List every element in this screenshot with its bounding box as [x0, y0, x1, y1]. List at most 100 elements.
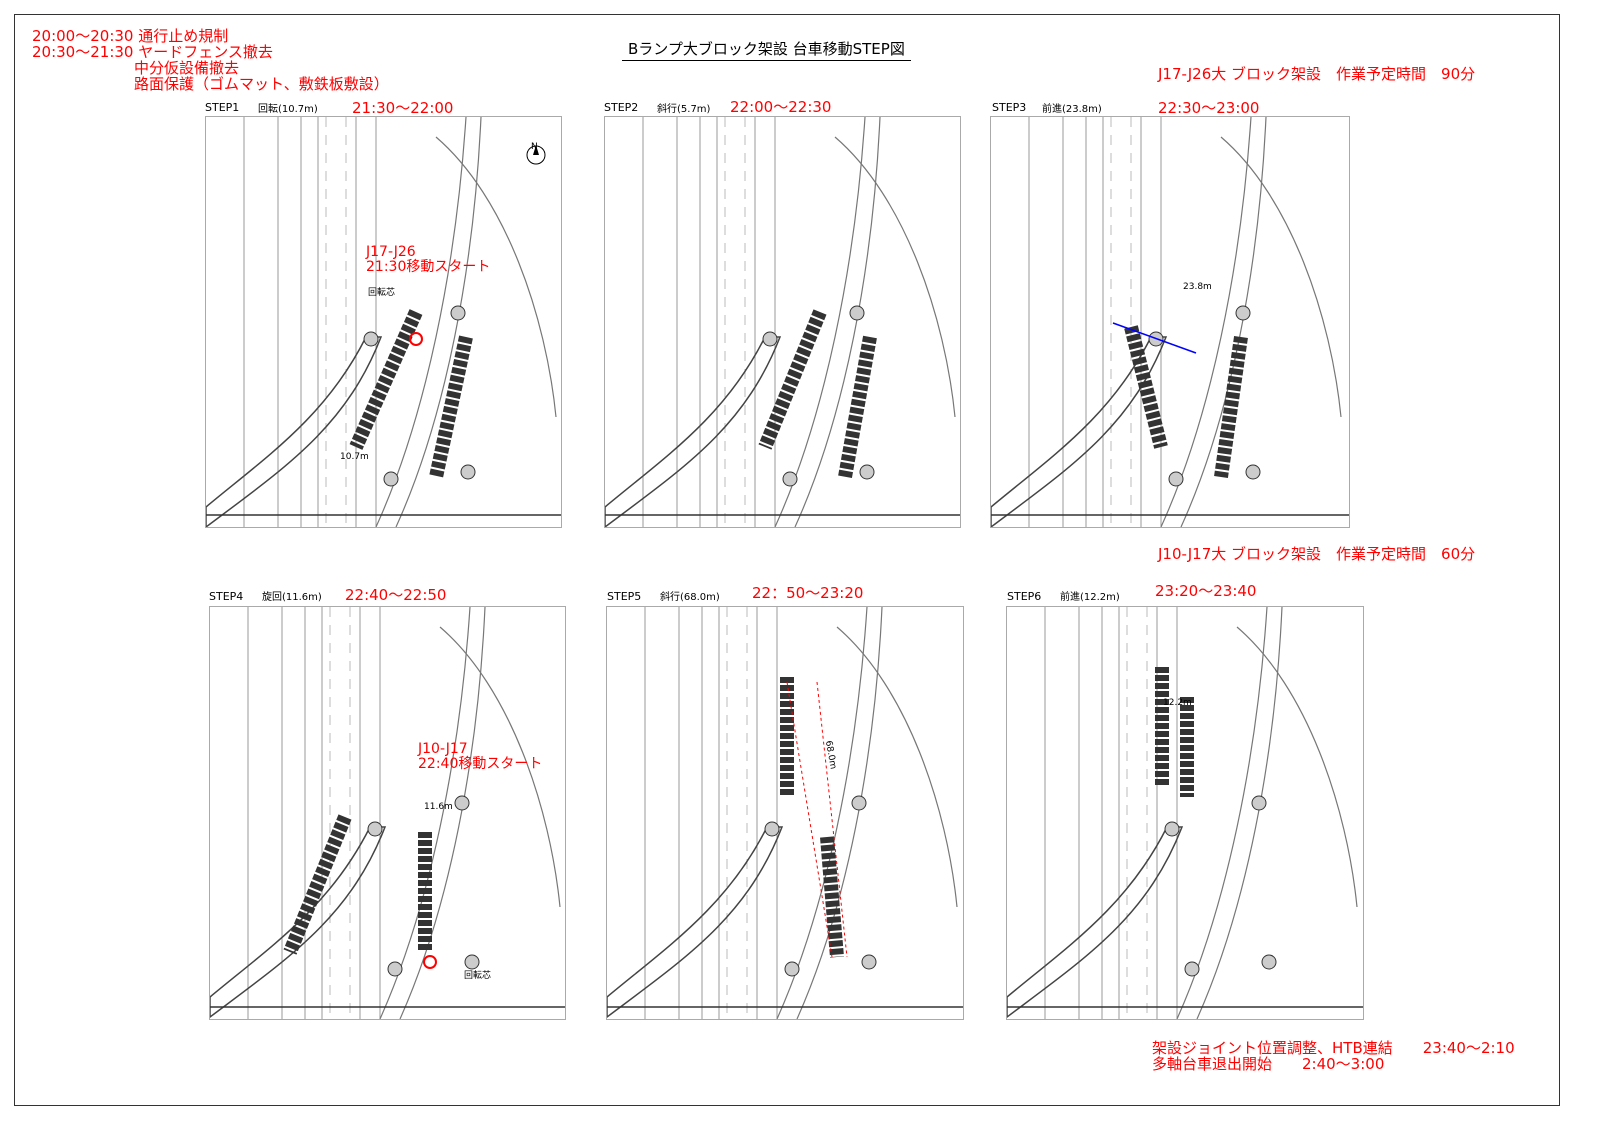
- schedule-note: 路面保護（ゴムマット、敷鉄板敷設）: [134, 75, 389, 93]
- step3-drawing: [990, 116, 1350, 528]
- step1-annotation: J17-J26 21:30移動スタート: [366, 245, 490, 275]
- pier-circle: [1245, 464, 1261, 480]
- step2-drawing: [604, 116, 961, 528]
- rotation-center-marker: [423, 955, 437, 969]
- step4-label: STEP4: [209, 590, 244, 603]
- pier-circle: [450, 305, 466, 321]
- girder-block: [349, 309, 423, 450]
- pier-circle: [849, 305, 865, 321]
- ramp-edge: [794, 117, 881, 527]
- step4-annotation: J10-J17 22:40移動スタート: [418, 742, 542, 772]
- pier-circle: [1168, 471, 1184, 487]
- girder-block: [429, 335, 473, 479]
- girder-block: [820, 836, 844, 958]
- ramp-edge: [1176, 607, 1268, 1019]
- pier-circle: [762, 331, 778, 347]
- placed-girder: [1007, 826, 1184, 1018]
- annotation-line: 21:30移動スタート: [366, 259, 491, 275]
- step2-move: 斜行(5.7m): [657, 104, 711, 115]
- girder-block: [1124, 325, 1168, 449]
- pier-circle: [851, 795, 867, 811]
- schedule-note: 20:00～20:30 通行止め規制: [32, 27, 229, 45]
- pier-circle: [859, 464, 875, 480]
- placed-girder: [210, 826, 387, 1018]
- pier-circle: [367, 821, 383, 837]
- step5-time: 22：50～23:20: [752, 584, 864, 602]
- step3-label: STEP3: [992, 101, 1027, 114]
- plan-drawing: [991, 117, 1349, 527]
- annotation-line: J10-J17: [418, 741, 468, 757]
- pier-circle: [464, 954, 480, 970]
- ramp-edge: [834, 136, 956, 418]
- rotation-center-label: 回転芯: [464, 971, 492, 981]
- pier-circle: [861, 954, 877, 970]
- step2-label: STEP2: [604, 101, 639, 114]
- schedule-note: 20:30～21:30 ヤードフェンス撤去: [32, 43, 273, 61]
- step6-label: STEP6: [1007, 590, 1042, 603]
- plan-drawing: [206, 117, 561, 527]
- ramp-edge: [776, 607, 868, 1019]
- footer-note: 架設ジョイント位置調整、HTB連結 23:40～2:10: [1152, 1039, 1515, 1057]
- ramp-edge: [435, 136, 557, 418]
- distance-label: 10.7m: [340, 452, 369, 462]
- girder-block: [1214, 336, 1248, 478]
- pier-circle: [764, 821, 780, 837]
- rotation-center-label: 回転芯: [368, 288, 396, 298]
- step3-move: 前進(23.8m): [1042, 104, 1102, 115]
- placed-girder: [206, 336, 383, 527]
- schedule-notes: 20:00～20:30 通行止め規制 20:30～21:30 ヤードフェンス撤去…: [32, 28, 389, 92]
- ramp-edge: [1196, 607, 1283, 1019]
- pier-circle: [782, 471, 798, 487]
- step6-drawing: [1006, 606, 1364, 1020]
- block-note-j17-j26: J17-J26大 ブロック架設 作業予定時間 90分: [1158, 65, 1476, 83]
- movement-line: [786, 681, 833, 958]
- north-arrow-icon: [533, 145, 539, 155]
- annotation-line: 22:40移動スタート: [418, 756, 543, 772]
- step3-time: 22:30～23:00: [1158, 99, 1260, 117]
- step1-label: STEP1: [205, 101, 240, 114]
- pier-circle: [1251, 795, 1267, 811]
- rotation-center-marker: [409, 332, 423, 346]
- ramp-edge: [1236, 626, 1358, 908]
- schedule-note: 中分仮設備撤去: [134, 59, 240, 77]
- step6-move: 前進(12.2m): [1060, 592, 1120, 603]
- ramp-edge: [836, 626, 958, 908]
- distance-label: 12.2m: [1163, 698, 1192, 708]
- drawing-frame: [14, 14, 1560, 1106]
- step1-move: 回転(10.7m): [258, 104, 318, 115]
- movement-line: [816, 681, 848, 958]
- step2-time: 22:00～22:30: [730, 98, 832, 116]
- distance-label: 11.6m: [424, 802, 453, 812]
- pier-circle: [454, 795, 470, 811]
- step5-drawing: [606, 606, 964, 1020]
- step1-time: 21:30～22:00: [352, 99, 454, 117]
- pier-circle: [363, 331, 379, 347]
- annotation-line: J17-J26: [366, 244, 416, 260]
- placed-girder: [605, 336, 782, 527]
- pier-circle: [387, 961, 403, 977]
- pier-circle: [784, 961, 800, 977]
- north-arrow-icon: N: [531, 142, 538, 152]
- footer-note: 多軸台車退出開始 2:40～3:00: [1152, 1055, 1385, 1073]
- plan-drawing: [210, 607, 565, 1019]
- block-note-j10-j17: J10-J17大 ブロック架設 作業予定時間 60分: [1158, 545, 1476, 563]
- step5-move: 斜行(68.0m): [660, 592, 720, 603]
- pier-circle: [1235, 305, 1251, 321]
- placed-girder: [991, 336, 1168, 527]
- girder-block: [283, 814, 352, 955]
- pier-circle: [383, 471, 399, 487]
- plan-drawing: [1007, 607, 1363, 1019]
- step1-drawing: [205, 116, 562, 528]
- step4-time: 22:40～22:50: [345, 586, 447, 604]
- pier-circle: [460, 464, 476, 480]
- girder-block: [758, 309, 827, 450]
- ramp-edge: [395, 117, 482, 527]
- pier-circle: [1261, 954, 1277, 970]
- page-title: Bランプ大ブロック架設 台車移動STEP図: [622, 38, 911, 61]
- pier-circle: [1184, 961, 1200, 977]
- plan-drawing: [605, 117, 960, 527]
- placed-girder: [607, 826, 784, 1018]
- ramp-edge: [439, 626, 561, 908]
- footer-notes: 架設ジョイント位置調整、HTB連結 23:40～2:10 多軸台車退出開始 2:…: [1152, 1040, 1515, 1072]
- movement-line: [1112, 322, 1197, 354]
